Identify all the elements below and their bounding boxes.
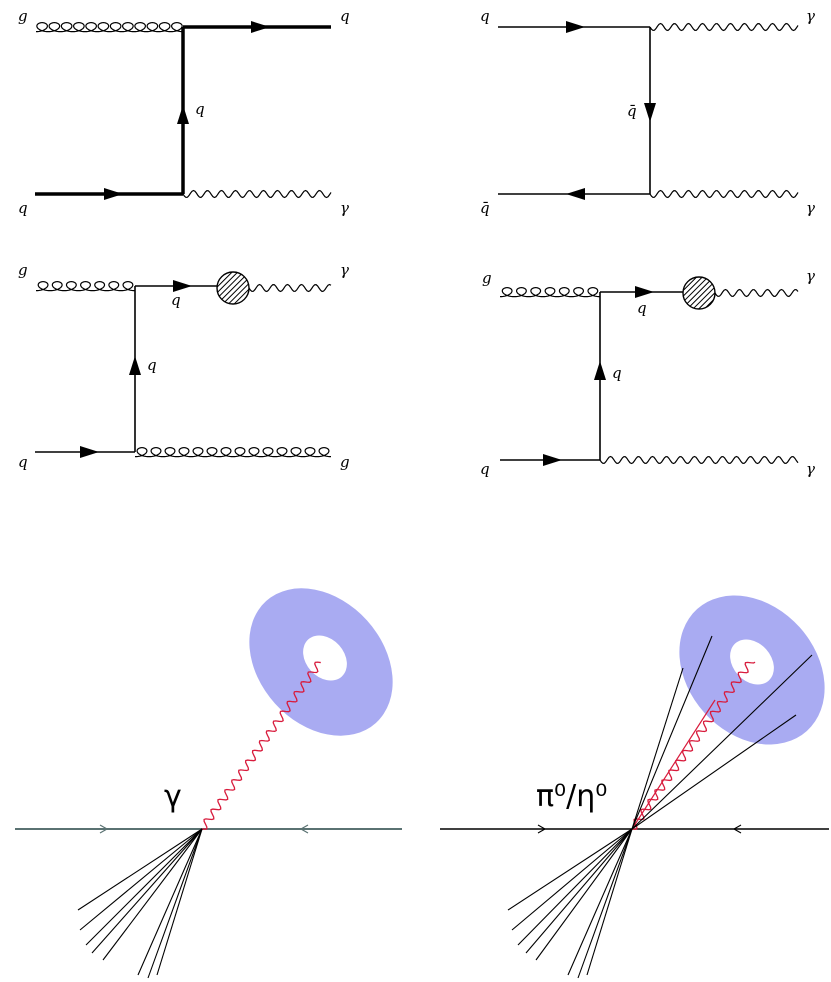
label-gluon-in: g <box>482 269 492 287</box>
jet-track <box>102 828 203 961</box>
jet-track <box>77 828 203 911</box>
jet-track <box>507 828 633 911</box>
quark-arrow <box>251 21 270 33</box>
label-photon-out: γ <box>340 261 349 279</box>
jet-track <box>137 828 203 976</box>
label-quark-in: q <box>18 453 28 471</box>
label-propagator: q̄ <box>627 102 637 120</box>
event-display-direct-photon: γ <box>15 588 402 979</box>
label-meson: π⁰/η⁰ <box>536 779 607 814</box>
photon-track <box>631 661 756 830</box>
jet-track <box>517 828 633 946</box>
outgoing-photon-line-bottom <box>649 189 799 199</box>
propagator-arrow <box>644 103 656 122</box>
label-propagator: q <box>612 364 622 382</box>
label-quark-in: q <box>480 7 490 25</box>
feynman-diagram-fragmentation-photon: g q γ q q γ <box>480 267 815 478</box>
fragmentation-blob <box>216 271 250 305</box>
cone-track <box>631 654 813 830</box>
isolation-hole <box>730 639 774 685</box>
quark-arrow <box>635 286 654 298</box>
feynman-diagram-fragmentation-gluon: g q γ q q g <box>18 261 350 471</box>
label-photon-top: γ <box>806 7 815 25</box>
label-photon-bottom: γ <box>806 199 815 217</box>
beam-arrow-left <box>732 824 742 834</box>
fragmentation-blob <box>682 276 716 310</box>
outgoing-photon-line <box>248 283 332 293</box>
jet-track <box>147 828 203 979</box>
jet-track <box>511 828 633 931</box>
cone-jet <box>631 635 813 830</box>
label-quark-in: q <box>18 199 28 217</box>
label-photon-out: γ <box>806 267 815 285</box>
outgoing-photon-line <box>182 189 332 199</box>
recoil-jet <box>507 828 633 979</box>
propagator-arrow <box>594 361 606 380</box>
cone-track <box>631 714 797 830</box>
meson-track <box>631 699 716 830</box>
outgoing-photon-line <box>714 288 799 298</box>
jet-track <box>535 828 633 961</box>
label-photon-out: γ <box>340 199 349 217</box>
recoil-jet <box>77 828 203 979</box>
outgoing-photon-line-top <box>649 22 799 32</box>
outgoing-gluon-line <box>134 447 332 458</box>
incoming-gluon-line <box>35 22 184 33</box>
label-gluon-in: g <box>18 261 28 279</box>
event-display-meson-decay: π⁰/η⁰ <box>440 595 829 979</box>
antiquark-arrow <box>566 188 585 200</box>
jet-track <box>525 828 633 954</box>
label-gluon-in: g <box>18 7 28 25</box>
incoming-gluon-line <box>35 281 136 292</box>
isolation-hole <box>303 635 347 681</box>
label-gluon-out: g <box>340 453 350 471</box>
incoming-gluon-line <box>499 287 601 298</box>
label-propagator: q <box>147 356 157 374</box>
jet-track <box>156 828 203 976</box>
feynman-diagram-annihilation: q γ q̄ q̄ γ <box>480 7 815 217</box>
jet-track <box>586 828 633 976</box>
cone-track <box>631 667 684 830</box>
label-quark-out: q <box>340 7 350 25</box>
jet-track <box>577 828 633 979</box>
jet-track <box>85 828 203 946</box>
jet-track <box>567 828 633 976</box>
propagator-arrow <box>177 105 189 124</box>
propagator-arrow <box>129 356 141 375</box>
label-antiquark-in: q̄ <box>480 199 490 217</box>
label-photon: γ <box>164 779 182 814</box>
beam-arrow-left <box>299 824 309 834</box>
cone-track <box>631 635 713 830</box>
quark-arrow <box>173 280 192 292</box>
feynman-diagram-compton: g q q q γ <box>18 7 350 217</box>
beam-arrow-right <box>99 824 109 834</box>
photon-track <box>201 661 321 830</box>
label-quark-line: q <box>637 299 647 317</box>
label-quark-in: q <box>480 460 490 478</box>
label-propagator: q <box>195 100 205 118</box>
quark-arrow <box>80 446 99 458</box>
jet-track <box>79 828 203 931</box>
quark-arrow <box>104 188 123 200</box>
quark-arrow <box>566 21 585 33</box>
outgoing-photon-line-bottom <box>599 455 799 465</box>
jet-track <box>91 828 203 954</box>
label-quark-line: q <box>171 291 181 309</box>
quark-arrow <box>543 454 562 466</box>
label-photon-bottom: γ <box>806 460 815 478</box>
beam-arrow-right <box>537 824 547 834</box>
